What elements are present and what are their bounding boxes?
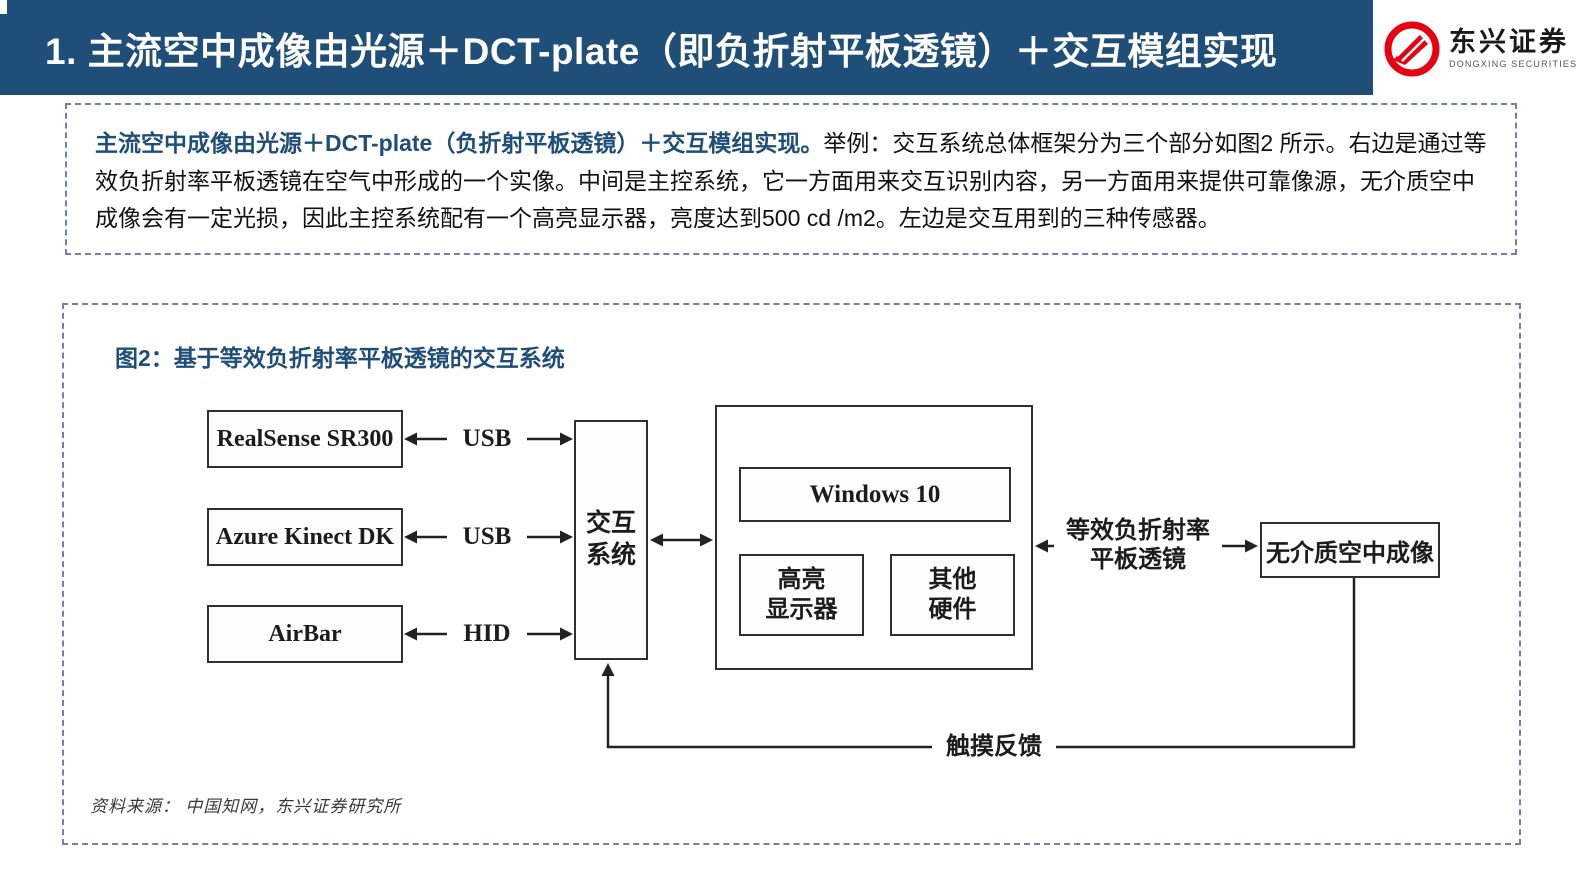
header-bar: 1. 主流空中成像由光源＋DCT-plate（即负折射平板透镜）＋交互模组实现 [0, 0, 1373, 95]
brand-subtitle: DONGXING SECURITIES [1449, 59, 1578, 69]
brand-name: 东兴证券 [1449, 27, 1569, 57]
node-realsense: RealSense SR300 [207, 410, 403, 468]
node-realsense-label: RealSense SR300 [216, 425, 394, 452]
brand-text: 东兴证券 DONGXING SECURITIES [1449, 29, 1577, 69]
node-azure-kinect: Azure Kinect DK [207, 508, 403, 566]
node-interaction-system-line1: 交互 [585, 510, 636, 537]
summary-paragraph: 主流空中成像由光源＋DCT-plate（负折射平板透镜）＋交互模组实现。举例：交… [95, 125, 1487, 238]
node-aerial-image-label: 无介质空中成像 [1266, 540, 1434, 567]
wire-label-usb1: USB [447, 422, 527, 456]
node-bright-display: 高亮 显示器 [739, 554, 864, 636]
node-bright-display-line2: 显示器 [765, 597, 838, 623]
figure-caption: 图2：基于等效负折射率平板透镜的交互系统 [115, 345, 565, 371]
node-windows10-label: Windows 10 [809, 480, 941, 508]
node-airbar: AirBar [207, 605, 403, 663]
wire-label-hid: HID [447, 617, 527, 651]
wire-label-lens: 等效负折射率 平板透镜 [1049, 517, 1227, 575]
node-other-hardware-line2: 硬件 [928, 597, 977, 623]
wire-label-lens-line1: 等效负折射率 [1066, 518, 1210, 544]
source-note: 资料来源： 中国知网，东兴证券研究所 [90, 797, 402, 816]
brand-logo: 东兴证券 DONGXING SECURITIES [1383, 18, 1583, 80]
wire-label-feedback: 触摸反馈 [932, 730, 1056, 764]
summary-box: 主流空中成像由光源＋DCT-plate（负折射平板透镜）＋交互模组实现。举例：交… [65, 103, 1517, 255]
corner-notch [0, 0, 7, 14]
node-interaction-system-line2: 系统 [585, 542, 636, 569]
figure-box: 图2：基于等效负折射率平板透镜的交互系统 [62, 303, 1521, 845]
summary-lead: 主流空中成像由光源＋DCT-plate（负折射平板透镜）＋交互模组实现。 [95, 130, 824, 156]
node-main-controller [715, 405, 1033, 670]
page-title: 1. 主流空中成像由光源＋DCT-plate（即负折射平板透镜）＋交互模组实现 [45, 30, 1278, 72]
node-other-hardware: 其他 硬件 [890, 554, 1015, 636]
node-azure-kinect-label: Azure Kinect DK [215, 523, 395, 550]
wire-label-usb2: USB [447, 520, 527, 554]
summary-body: 举例：交互系统总体框架分为三个部分如图2 所示。右边是通过等效负折射率平板透镜在… [95, 130, 1487, 231]
dongxing-logo-icon [1384, 21, 1440, 77]
node-airbar-label: AirBar [268, 620, 342, 647]
node-other-hardware-line1: 其他 [928, 567, 977, 593]
node-bright-display-line1: 高亮 [777, 567, 826, 593]
interaction-system-diagram: RealSense SR300 Azure Kinect DK AirBar 交… [64, 305, 1523, 845]
wire-label-lens-line2: 平板透镜 [1090, 547, 1186, 573]
node-interaction-system: 交互 系统 [574, 420, 648, 660]
node-windows10: Windows 10 [739, 467, 1011, 522]
node-aerial-image: 无介质空中成像 [1260, 522, 1440, 578]
